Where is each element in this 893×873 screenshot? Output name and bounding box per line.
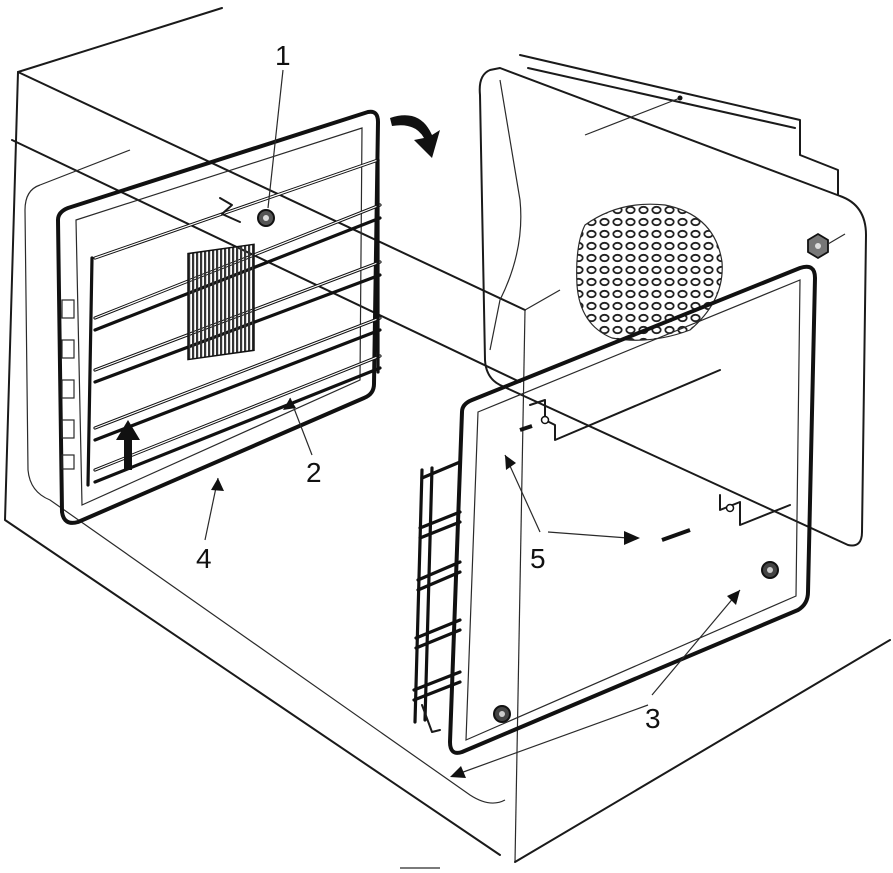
callout-label-4: 4 <box>196 543 212 574</box>
heating-element-block <box>187 243 255 361</box>
callout-label-3: 3 <box>645 703 661 734</box>
panel-clip <box>219 197 241 223</box>
side-panel-right <box>412 264 817 755</box>
leader-lines <box>204 69 741 778</box>
panel-hinges <box>61 299 75 470</box>
fan-perforation <box>576 203 723 341</box>
oven-rack-right <box>412 460 462 733</box>
back-panel <box>478 54 867 547</box>
callout-label-2: 2 <box>306 457 322 488</box>
up-arrow-icon <box>116 420 140 470</box>
callout-label-5: 5 <box>530 543 546 574</box>
side-panel-left <box>56 109 382 525</box>
oven-cavity <box>4 7 891 869</box>
rotate-arrow-icon <box>390 115 440 158</box>
hook-slots <box>519 369 791 542</box>
callout-label-1: 1 <box>275 40 291 71</box>
